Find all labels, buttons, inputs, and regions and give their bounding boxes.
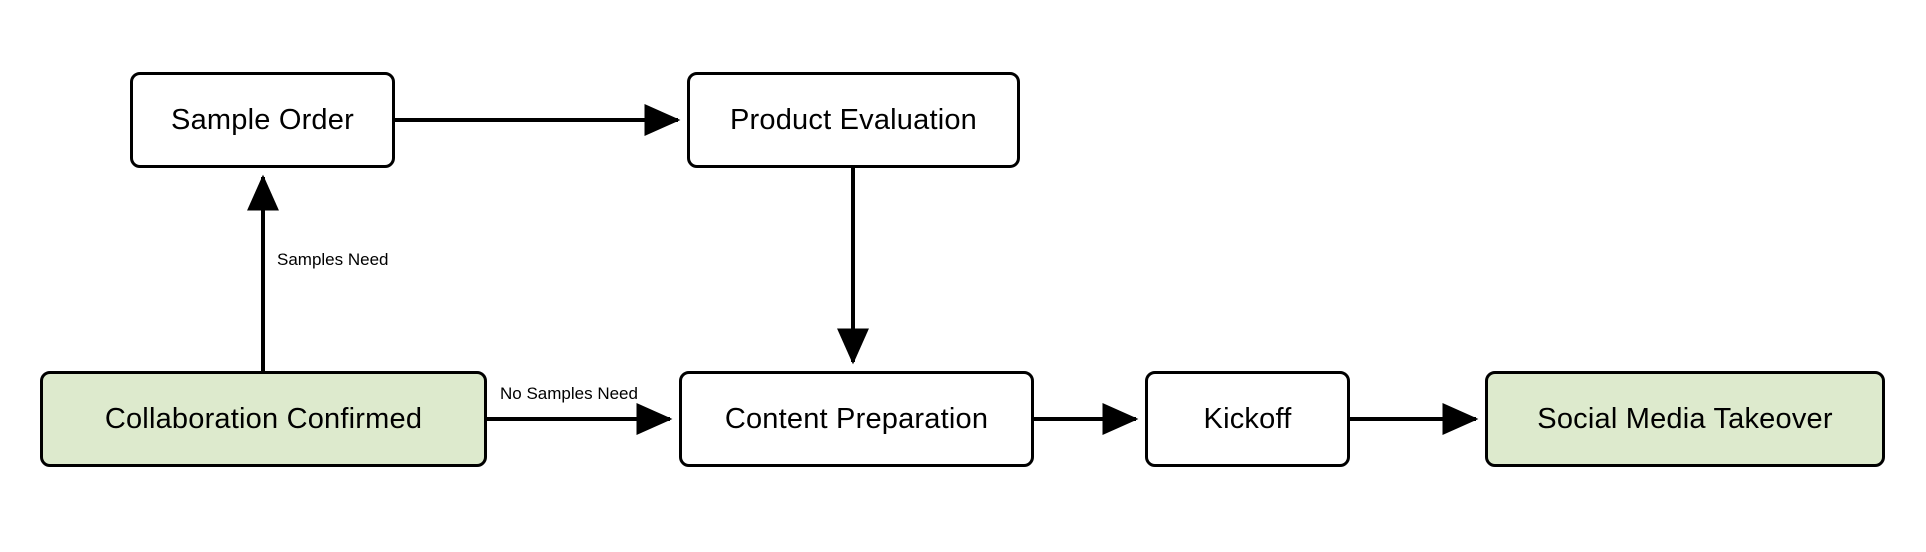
node-collaboration-confirmed[interactable]: Collaboration Confirmed bbox=[40, 371, 487, 467]
node-social-media-takeover[interactable]: Social Media Takeover bbox=[1485, 371, 1885, 467]
edge-label-samples-need: Samples Need bbox=[274, 251, 392, 268]
node-sample-order[interactable]: Sample Order bbox=[130, 72, 395, 168]
node-label-collaboration-confirmed: Collaboration Confirmed bbox=[104, 402, 423, 435]
edge-label-no-samples-need: No Samples Need bbox=[497, 385, 641, 402]
node-label-content-preparation: Content Preparation bbox=[724, 402, 989, 435]
node-label-social-media-takeover: Social Media Takeover bbox=[1537, 402, 1833, 435]
node-product-evaluation[interactable]: Product Evaluation bbox=[687, 72, 1020, 168]
node-kickoff[interactable]: Kickoff bbox=[1145, 371, 1350, 467]
node-content-preparation[interactable]: Content Preparation bbox=[679, 371, 1034, 467]
node-label-product-evaluation: Product Evaluation bbox=[729, 103, 978, 136]
node-label-kickoff: Kickoff bbox=[1203, 402, 1292, 435]
node-label-sample-order: Sample Order bbox=[171, 103, 354, 136]
